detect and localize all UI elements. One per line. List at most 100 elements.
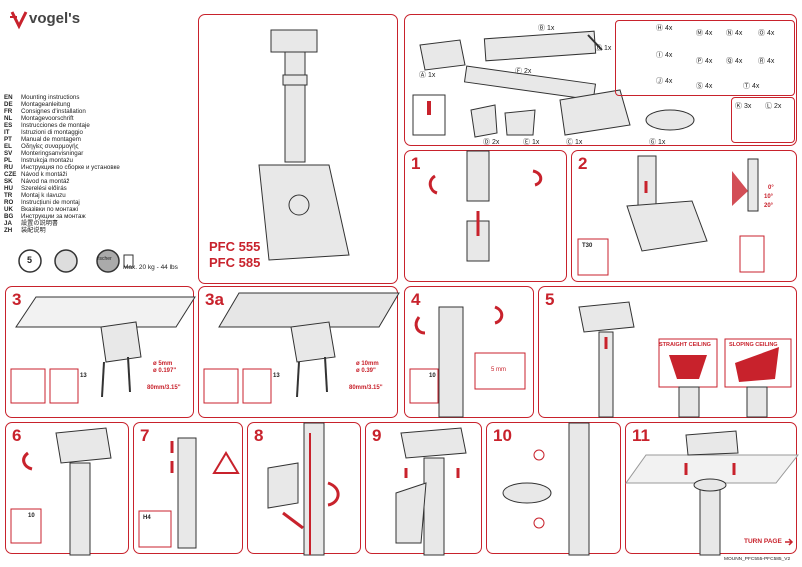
step-illustration	[577, 155, 765, 276]
parts-panel: Ⓐ 1x Ⓑ 1x Ⓕ 2x Ⓓ 2x Ⓔ 1x Ⓒ 1x Ⓖ 1x Ⓤ 1x …	[404, 14, 797, 146]
step-11-panel: 11 TURN PAGE	[625, 422, 800, 556]
hardware-box	[615, 20, 795, 96]
fischer-label: fischer	[97, 256, 112, 262]
step-number: 4	[411, 290, 421, 309]
angle-label: 20°	[764, 203, 774, 209]
part-label: Ⓘ 4x	[656, 52, 673, 59]
step-number: 7	[140, 426, 150, 445]
cover-panel: PFC 555 PFC 585	[198, 14, 398, 284]
part-label: Ⓓ 2x	[483, 139, 500, 146]
wrench-size: 10	[429, 373, 436, 379]
angle-label: 10°	[764, 194, 774, 200]
tool-label: H4	[143, 515, 151, 521]
step-number: 8	[254, 426, 264, 445]
product-illustration	[258, 29, 350, 261]
step-illustration	[409, 305, 526, 418]
straight-ceiling-label: STRAIGHT CEILING	[659, 342, 711, 348]
step-illustration	[578, 301, 792, 418]
part-label: Ⓠ 4x	[726, 58, 743, 65]
step-9-panel: 9	[365, 422, 482, 556]
wrench-size: 13	[273, 373, 280, 379]
part-label: Ⓛ 2x	[765, 103, 782, 110]
step-number: 6	[12, 426, 22, 445]
step-7-panel: 7 H4	[133, 422, 243, 554]
step-number: 9	[372, 426, 382, 445]
step-number: 1	[411, 154, 421, 173]
part-label: Ⓝ 4x	[726, 30, 743, 37]
part-label: Ⓚ 3x	[735, 103, 752, 110]
hole-spacing: 80mm/3.15"	[147, 385, 181, 391]
weight-icon	[123, 254, 134, 268]
model-name: PFC 585	[209, 255, 261, 270]
part-label: Ⓔ 1x	[523, 139, 540, 146]
part-label: Ⓤ 1x	[595, 45, 612, 52]
step-illustration	[10, 427, 112, 556]
step-3-panel: 3 ø 5mm ø 0.197" 80mm/3.15" 13	[5, 286, 196, 418]
fischer-badge-icon	[96, 249, 120, 273]
step-illustration	[203, 292, 400, 404]
hole-spacing: 80mm/3.15"	[349, 385, 383, 391]
step-number: 11	[632, 426, 650, 445]
part-label: Ⓞ 4x	[758, 30, 775, 37]
part-label: Ⓙ 4x	[656, 78, 673, 85]
warranty-years: 5	[27, 255, 33, 265]
step-6-panel: 6 10	[5, 422, 129, 556]
logo-mark-icon	[10, 11, 28, 30]
part-label: Ⓣ 4x	[743, 83, 760, 90]
drill-size-inch: ø 0.39"	[356, 368, 376, 374]
part-label: Ⓖ 1x	[649, 139, 666, 146]
part-label: Ⓟ 4x	[696, 58, 713, 65]
part-label: Ⓐ 1x	[419, 72, 436, 79]
warranty-badge-icon	[18, 249, 42, 273]
step-illustration	[502, 422, 590, 556]
drill-size-inch: ø 0.197"	[153, 368, 177, 374]
step-3a-panel: 3a ø 10mm ø 0.39" 80mm/3.15" 13	[198, 286, 400, 418]
brand-name: vogel's	[29, 10, 81, 27]
step-illustration	[138, 437, 240, 549]
step-illustration	[625, 430, 800, 556]
drill-size: ø 10mm	[356, 361, 379, 367]
part-label: Ⓒ 1x	[566, 139, 583, 146]
gap-size: 5 mm	[491, 367, 506, 373]
step-number: 2	[578, 154, 588, 173]
step-8-panel: 8	[247, 422, 361, 556]
parts-illustration	[412, 30, 695, 138]
bolt-box	[731, 97, 795, 143]
step-number: 3	[12, 290, 22, 309]
wrench-size: 10	[28, 513, 35, 519]
max-load: Max. 20 kg - 44 lbs	[123, 264, 178, 271]
arrow-right-icon	[785, 538, 794, 546]
step-1-panel: 1	[404, 150, 567, 282]
turn-page-label[interactable]: TURN PAGE	[744, 538, 782, 545]
part-label: Ⓜ 4x	[696, 30, 713, 37]
step-5-panel: 5 STRAIGHT CEILING SLOPING CEILING	[538, 286, 797, 418]
tuv-badge-icon	[54, 249, 78, 273]
drill-size: ø 5mm	[153, 361, 173, 367]
step-number: 10	[493, 426, 512, 445]
step-illustration	[10, 296, 196, 404]
part-label: Ⓢ 4x	[696, 83, 713, 90]
document-code: MOUNN_PFC555-PFC585_V2	[724, 557, 791, 562]
certification-badges	[18, 249, 134, 273]
step-10-panel: 10	[486, 422, 621, 556]
part-label: Ⓡ 4x	[758, 58, 775, 65]
angle-label: 0°	[768, 185, 774, 191]
